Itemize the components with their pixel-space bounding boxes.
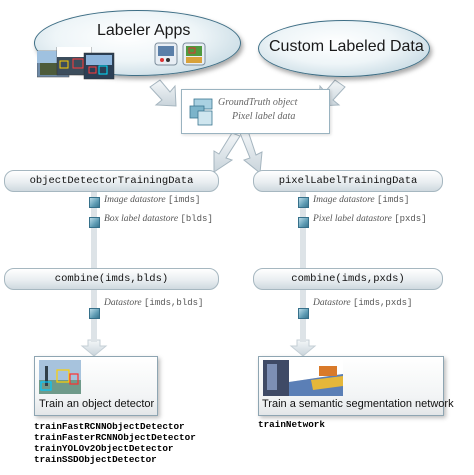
detector-sample-image	[39, 360, 81, 394]
right-training-data-function: pixelLabelTrainingData	[253, 170, 443, 192]
left-image-datastore: Image datastore [imds]	[104, 195, 201, 205]
datastore-cube-icon	[89, 197, 100, 208]
semantic-segmentation-panel: Train a semantic segmentation network	[258, 356, 454, 416]
custom-labeled-data-ellipse: Custom Labeled Data	[258, 20, 430, 77]
datastore-cube-icon	[298, 308, 309, 319]
left-function-item: trainFastRCNNObjectDetector	[34, 421, 185, 432]
left-function-item: trainSSDObjectDetector	[34, 454, 157, 465]
labeler-app-screenshots	[37, 47, 115, 80]
arrow-groundtruth-to-left	[213, 132, 241, 173]
semantic-segmentation-caption: Train a semantic segmentation network	[262, 398, 454, 410]
arrow-labeler-to-groundtruth	[149, 79, 177, 107]
right-image-datastore: Image datastore [imds]	[313, 195, 410, 205]
labeler-apps-label: Labeler Apps	[97, 22, 191, 39]
custom-labeled-data-label: Custom Labeled Data	[269, 38, 424, 55]
left-connector-line	[91, 190, 97, 342]
right-combine-function: combine(imds,pxds)	[253, 268, 443, 290]
right-combined-datastore: Datastore [imds,pxds]	[313, 298, 413, 308]
groundtruth-line2: Pixel label data	[232, 111, 296, 122]
left-combine-function: combine(imds,blds)	[4, 268, 219, 290]
left-training-data-function: objectDetectorTrainingData	[4, 170, 219, 192]
segmentation-sample-image	[263, 360, 343, 396]
arrow-left-into-panel	[80, 339, 108, 357]
right-connector-line	[300, 190, 306, 342]
right-pixel-label-datastore: Pixel label datastore [pxds]	[313, 214, 427, 224]
left-box-label-datastore: Box label datastore [blds]	[104, 214, 213, 224]
arrow-right-into-panel	[289, 339, 317, 357]
datastore-cube-icon	[298, 197, 309, 208]
labeler-app-icons	[154, 42, 206, 66]
groundtruth-line1: GroundTruth object	[218, 97, 298, 108]
datastore-cube-icon	[89, 308, 100, 319]
left-function-item: trainYOLOv2ObjectDetector	[34, 443, 174, 454]
object-detector-caption: Train an object detector	[39, 398, 155, 410]
groundtruth-box: GroundTruth object Pixel label data	[181, 89, 330, 134]
arrow-groundtruth-to-right	[239, 130, 263, 174]
datastore-cube-icon	[298, 217, 309, 228]
right-function-item: trainNetwork	[258, 419, 325, 430]
stack-icon	[189, 98, 213, 126]
object-detector-panel: Train an object detector	[34, 356, 158, 416]
left-combined-datastore: Datastore [imds,blds]	[104, 298, 204, 308]
left-function-item: trainFasterRCNNObjectDetector	[34, 432, 196, 443]
datastore-cube-icon	[89, 217, 100, 228]
